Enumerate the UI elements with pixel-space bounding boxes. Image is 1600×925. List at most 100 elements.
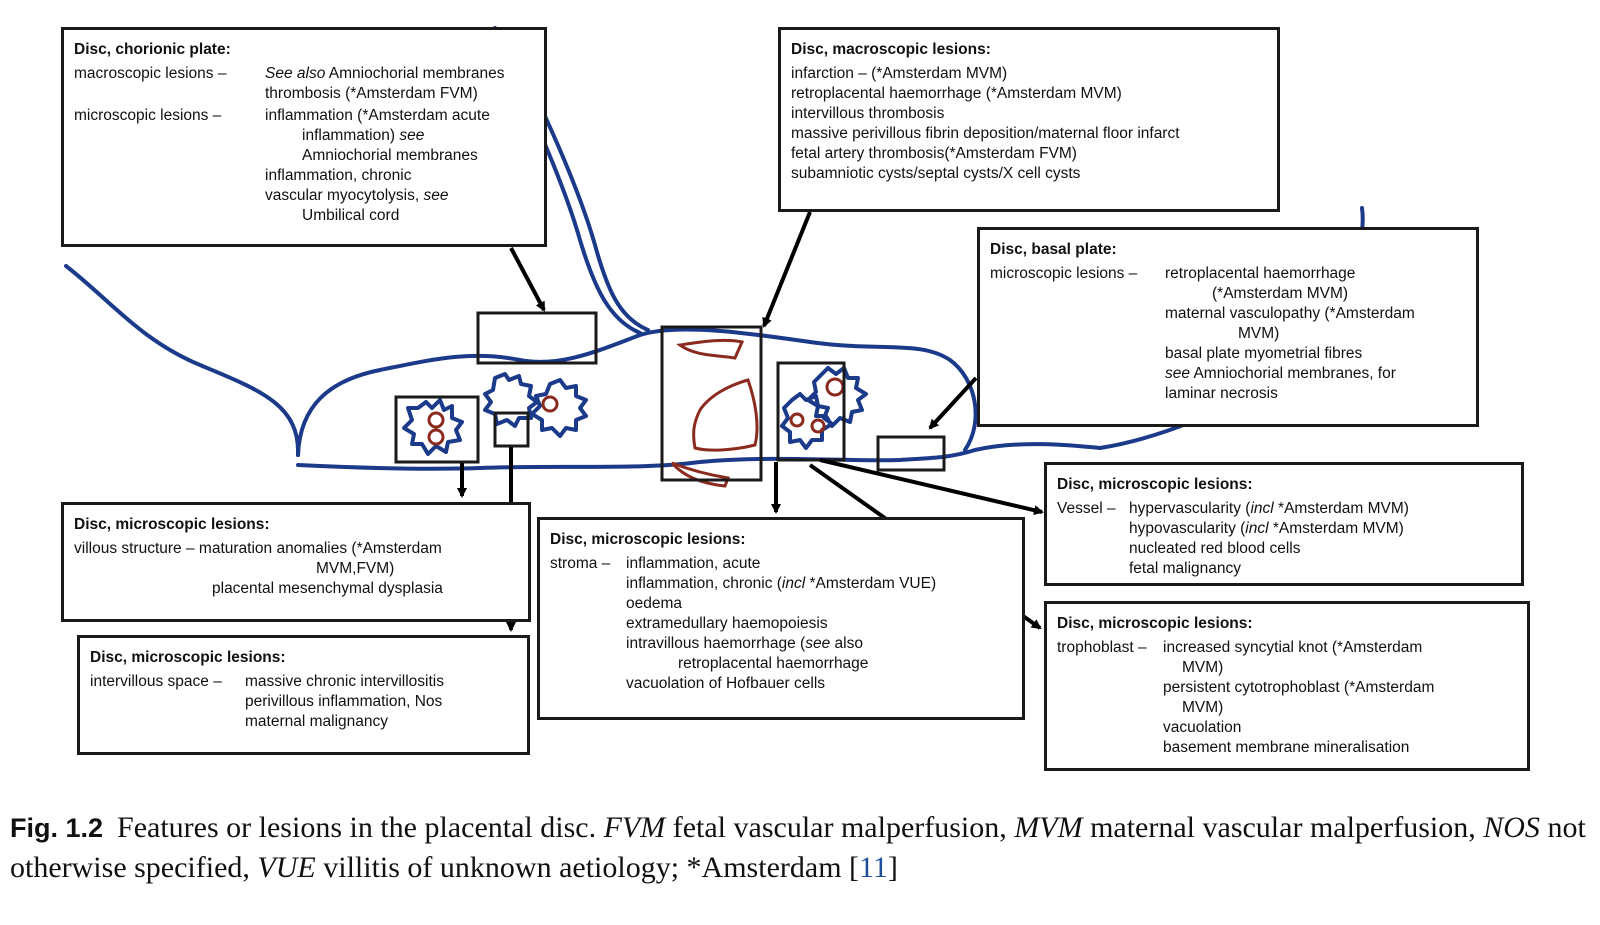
row-value: massive perivillous fibrin deposition/ma… <box>791 125 1180 142</box>
row-key: intervillous space – <box>90 673 222 690</box>
box-title: Disc, microscopic lesions: <box>74 516 270 533</box>
infarct-1 <box>676 338 745 360</box>
villous-tree-3 <box>530 378 588 438</box>
roi-chorionic <box>476 311 598 365</box>
row-key: Vessel – <box>1057 500 1116 517</box>
row-value: villous structure – maturation anomalies… <box>74 540 442 557</box>
row-value: MVM) <box>1238 325 1280 342</box>
caption-abbrev-fvm: FVM <box>603 811 666 844</box>
row-value: vacuolation <box>1163 719 1242 736</box>
citation-link[interactable]: 11 <box>859 851 888 884</box>
row-value: massive chronic intervillositis <box>245 673 444 690</box>
caption-abbrev-nos: NOS <box>1483 811 1540 844</box>
row-post: see <box>395 127 425 144</box>
caption-text: villitis of unknown aetiology; *Amsterda… <box>315 851 860 884</box>
row-post: also <box>830 635 863 652</box>
roi-basal <box>876 435 946 472</box>
row-value: MVM) <box>1182 699 1224 716</box>
row-post: see <box>419 187 449 204</box>
villous-tree-1 <box>402 398 464 456</box>
arrow-chorionic <box>509 247 546 312</box>
row-value: basement membrane mineralisation <box>1163 739 1410 756</box>
row-pre: see <box>1165 365 1190 382</box>
row-value: vacuolation of Hofbauer cells <box>626 675 826 692</box>
roi-intervillous <box>493 411 530 448</box>
arrow-macroscopic <box>762 211 812 328</box>
row-value: laminar necrosis <box>1165 385 1278 402</box>
box-vessel: Disc, microscopic lesions: Vessel –hyper… <box>1044 462 1524 586</box>
box-basal-plate: Disc, basal plate: microscopic lesions –… <box>977 227 1479 427</box>
capillary-4 <box>825 377 845 397</box>
box-title: Disc, macroscopic lesions: <box>791 41 991 58</box>
row-key: stroma – <box>550 555 611 572</box>
row-value: increased syncytial knot (*Amsterdam <box>1163 639 1423 656</box>
row-value: infarction – (*Amsterdam MVM) <box>791 65 1008 82</box>
row-value: maternal malignancy <box>245 713 389 730</box>
caption-text: ] <box>887 851 898 884</box>
capillary-2 <box>427 428 445 446</box>
row-italic: incl <box>1250 500 1274 517</box>
figure-label: Fig. 1.2 <box>10 813 104 843</box>
arrow-basal <box>928 376 978 430</box>
roi-villous <box>394 395 480 464</box>
row-value: MVM,FVM) <box>316 560 395 577</box>
row-value: thrombosis (*Amsterdam FVM) <box>265 85 478 102</box>
placental-disc-diagram: Disc, chorionic plate: macroscopic lesio… <box>61 26 1530 771</box>
row-value: basal plate myometrial fibres <box>1165 345 1363 362</box>
row-value: inflammation, chronic <box>265 167 412 184</box>
box-trophoblast: Disc, microscopic lesions: trophoblast –… <box>1044 601 1530 771</box>
capillary-5 <box>789 412 805 428</box>
villous-tree-2 <box>483 372 539 428</box>
row-value: retroplacental haemorrhage (*Amsterdam M… <box>791 85 1122 102</box>
row-value: maternal vasculopathy (*Amsterdam <box>1165 305 1415 322</box>
placenta-basal-outline <box>296 442 1102 471</box>
row-value: inflammation) <box>302 127 396 144</box>
row-value: inflammation, acute <box>626 555 761 572</box>
row-value: intervillous thrombosis <box>791 105 945 122</box>
row-pre: See also <box>265 65 326 82</box>
row-key: microscopic lesions – <box>990 265 1138 282</box>
row-post: *Amsterdam MVM) <box>1273 500 1409 517</box>
box-title: Disc, chorionic plate: <box>74 41 231 58</box>
row-value: intravillous haemorrhage ( <box>626 635 806 652</box>
row-value: retroplacental haemorrhage <box>1165 265 1356 282</box>
arrow-vessel <box>819 458 1044 516</box>
row-italic: see <box>805 635 831 652</box>
box-title: Disc, microscopic lesions: <box>1057 476 1253 493</box>
row-value: nucleated red blood cells <box>1129 540 1301 557</box>
caption-text: fetal vascular malperfusion, <box>665 811 1015 844</box>
row-key: microscopic lesions – <box>74 107 222 124</box>
box-villous-structure: Disc, microscopic lesions: villous struc… <box>61 502 531 622</box>
row-value: Umbilical cord <box>302 207 400 224</box>
row-value: extramedullary haemopoiesis <box>626 615 828 632</box>
box-stroma: Disc, microscopic lesions: stroma – infla… <box>537 517 1025 720</box>
caption-text: maternal vascular malperfusion, <box>1082 811 1484 844</box>
row-value: perivillous inflammation, Nos <box>245 693 443 710</box>
box-intervillous-space: Disc, microscopic lesions: intervillous … <box>77 635 530 755</box>
row-value: MVM) <box>1182 659 1224 676</box>
row-post: *Amsterdam MVM) <box>1268 520 1404 537</box>
chorionic-plate-line <box>64 264 301 457</box>
box-title: Disc, microscopic lesions: <box>90 649 286 666</box>
row-value: inflammation, chronic ( <box>626 575 782 592</box>
caption-text: not otherwise specified, <box>10 811 1586 884</box>
row-key: macroscopic lesions – <box>74 65 227 82</box>
placenta-upper-outline <box>296 327 978 457</box>
row-value: Amniochorial membranes <box>325 65 505 82</box>
row-value: inflammation (*Amsterdam acute <box>265 107 490 124</box>
row-italic: incl <box>781 575 806 592</box>
box-title: Disc, basal plate: <box>990 241 1117 258</box>
capillary-1 <box>427 411 445 429</box>
infarct-3 <box>670 461 731 488</box>
roi-microscopic <box>776 361 846 462</box>
box-chorionic-plate: Disc, chorionic plate: macroscopic lesio… <box>61 27 547 247</box>
row-value: retroplacental haemorrhage <box>678 655 869 672</box>
row-value: fetal malignancy <box>1129 560 1242 577</box>
row-value: Amniochorial membranes <box>302 147 478 164</box>
row-post: *Amsterdam VUE) <box>805 575 937 592</box>
row-italic: incl <box>1245 520 1269 537</box>
box-title: Disc, microscopic lesions: <box>550 531 746 548</box>
villous-tree-5 <box>780 392 834 450</box>
row-value: subamniotic cysts/septal cysts/X cell cy… <box>791 165 1081 182</box>
